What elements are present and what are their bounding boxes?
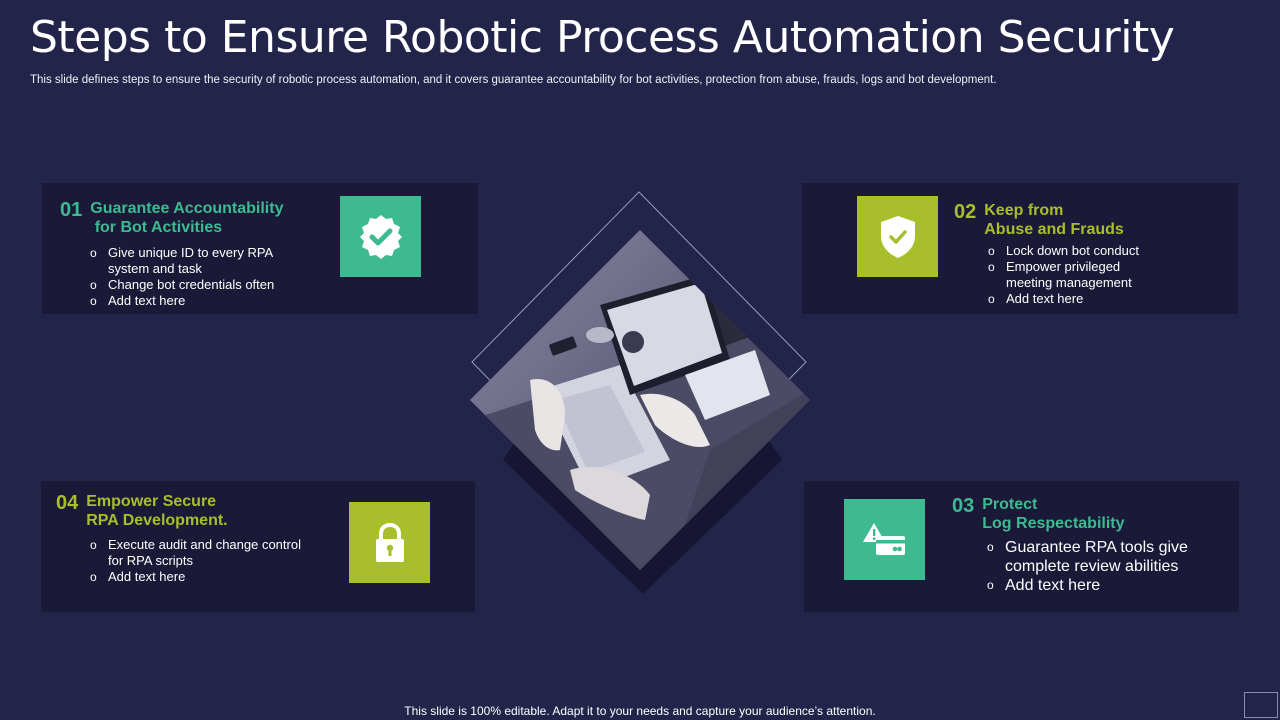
- bullet-item: Add text here: [90, 293, 274, 309]
- slide-footer: This slide is 100% editable. Adapt it to…: [404, 704, 876, 718]
- step-number: 03: [952, 495, 975, 517]
- padlock-icon: [349, 502, 430, 583]
- step-heading-02: 02 Keep from Abuse and Frauds: [954, 201, 1124, 239]
- step-title: Guarantee Accountability for Bot Activit…: [90, 200, 284, 236]
- step-bullets-04: Execute audit and change control for RPA…: [90, 537, 301, 585]
- step-number: 01: [60, 199, 83, 221]
- step-heading-03: 03 Protect Log Respectability: [952, 495, 1125, 533]
- step-card-01: 01 Guarantee Accountability for Bot Acti…: [42, 183, 478, 314]
- shield-check-icon: [857, 196, 938, 277]
- step-title: Protect Log Respectability: [982, 496, 1125, 532]
- step-number: 02: [954, 201, 977, 223]
- bullet-item: Add text here: [988, 291, 1139, 307]
- laptop-desk-photo: [470, 191, 810, 594]
- step-card-03: 03 Protect Log Respectability Guarantee …: [804, 481, 1239, 612]
- step-heading-01: 01 Guarantee Accountability for Bot Acti…: [60, 199, 283, 237]
- step-bullets-01: Give unique ID to every RPA system and t…: [90, 245, 274, 309]
- bullet-item: Give unique ID to every RPA system and t…: [90, 245, 274, 277]
- corner-placeholder-box: [1244, 692, 1278, 718]
- bullet-item: Lock down bot conduct: [988, 243, 1139, 259]
- step-title: Empower Secure RPA Development.: [86, 493, 228, 529]
- step-title: Keep from Abuse and Frauds: [984, 202, 1124, 238]
- bullet-item: Add text here: [987, 576, 1188, 595]
- warning-card-icon: [844, 499, 925, 580]
- center-diamond: [470, 190, 810, 600]
- step-bullets-03: Guarantee RPA tools give complete review…: [987, 538, 1188, 595]
- step-heading-04: 04 Empower Secure RPA Development.: [56, 492, 228, 530]
- step-bullets-02: Lock down bot conduct Empower privileged…: [988, 243, 1139, 307]
- step-card-02: 02 Keep from Abuse and Frauds Lock down …: [802, 183, 1238, 314]
- bullet-item: Change bot credentials often: [90, 277, 274, 293]
- step-card-04: 04 Empower Secure RPA Development. Execu…: [41, 481, 475, 612]
- bullet-item: Empower privileged meeting management: [988, 259, 1139, 291]
- step-number: 04: [56, 492, 79, 514]
- slide-title: Steps to Ensure Robotic Process Automati…: [30, 12, 1175, 63]
- bullet-item: Add text here: [90, 569, 301, 585]
- bullet-item: Guarantee RPA tools give complete review…: [987, 538, 1188, 576]
- verified-badge-icon: [340, 196, 421, 277]
- bullet-item: Execute audit and change control for RPA…: [90, 537, 301, 569]
- slide-subtitle: This slide defines steps to ensure the s…: [30, 74, 997, 86]
